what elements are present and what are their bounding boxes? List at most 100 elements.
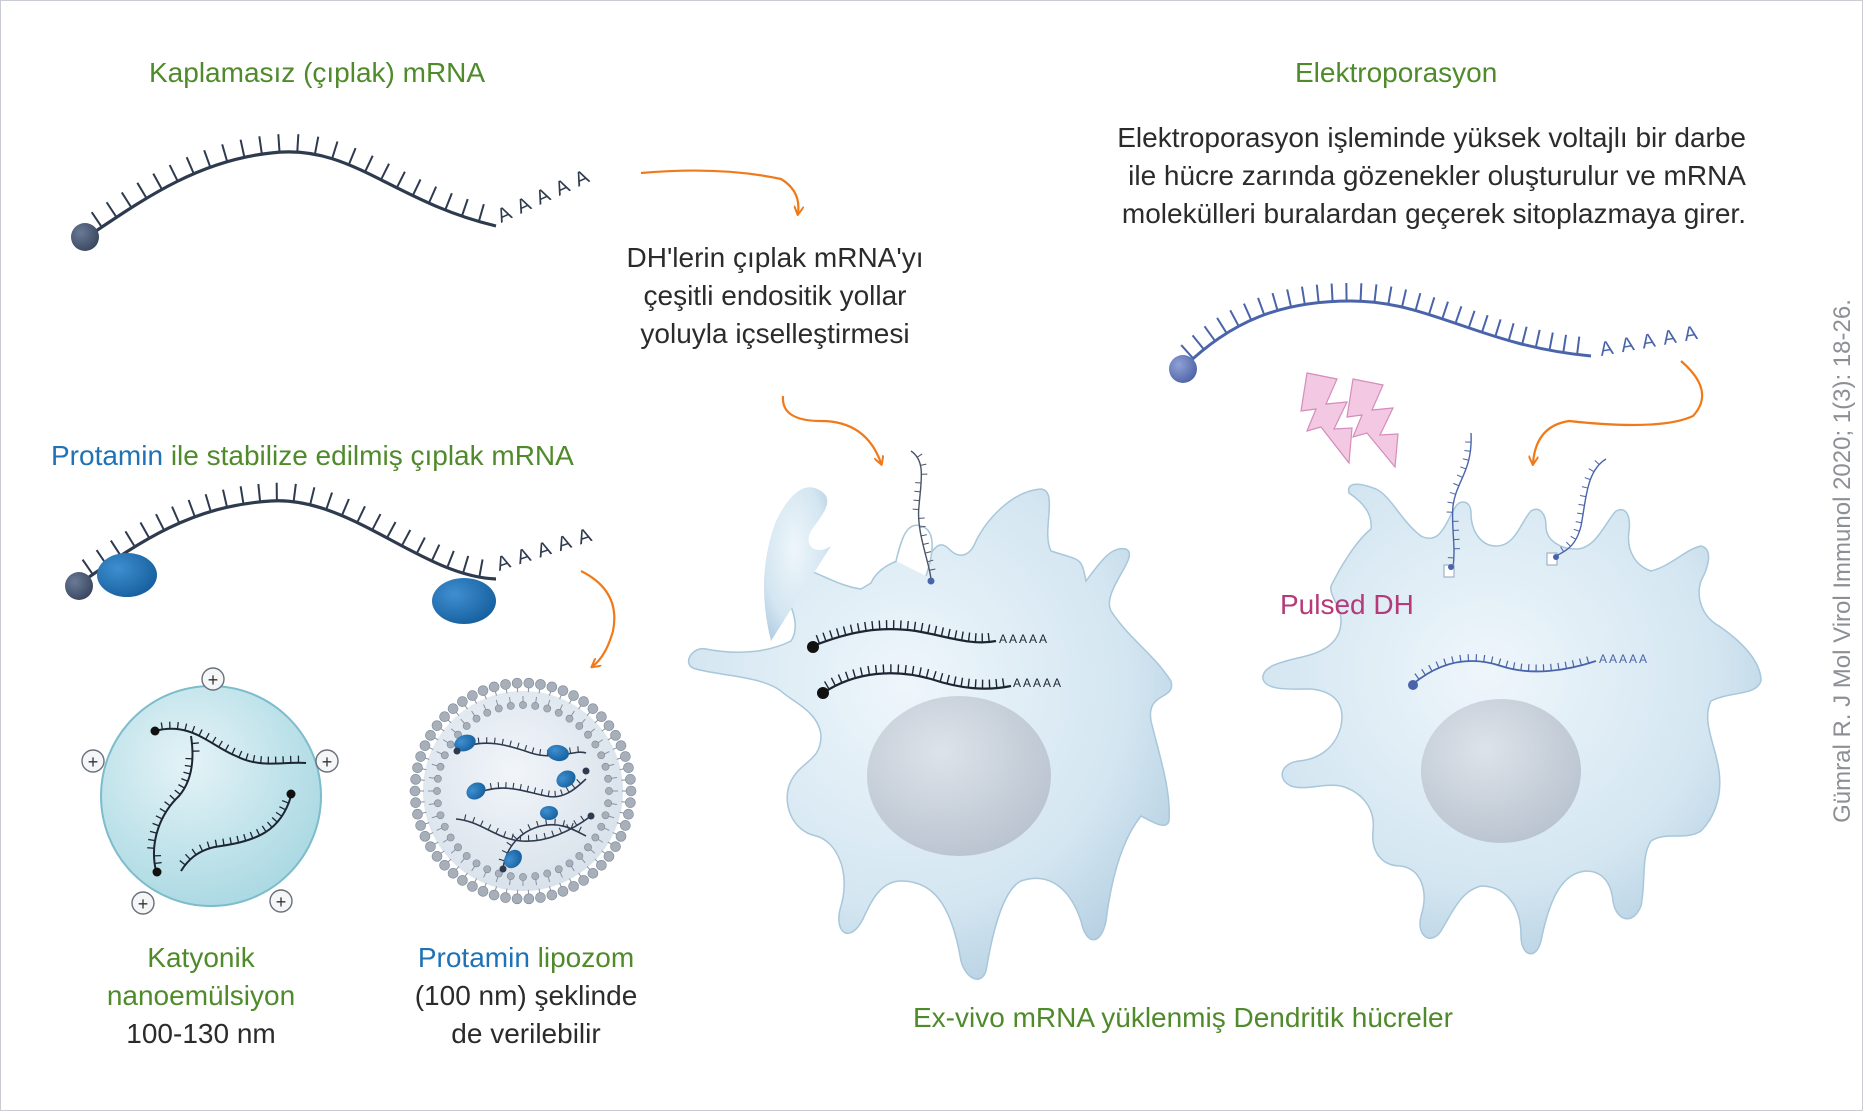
mrna-base-tick <box>183 771 191 775</box>
lipid-head <box>578 696 589 707</box>
lipid-head <box>578 875 589 886</box>
lipid-bilayer-outer <box>409 677 637 905</box>
protamine-poly-a: AAAAA <box>494 522 602 576</box>
lipozom-line2: (100 nm) şeklinde <box>414 980 638 1011</box>
mrna-base-tick <box>279 806 286 811</box>
mrna-base-tick <box>835 628 840 638</box>
mrna-base-tick <box>444 192 453 211</box>
mrna-base-tick <box>371 513 382 531</box>
mrna-cap <box>65 572 93 600</box>
mrna-base-tick <box>946 674 950 684</box>
mrna-base-tick <box>222 838 225 846</box>
mrna-base-tick <box>844 671 850 681</box>
mrna-base-tick <box>261 825 267 833</box>
mrna-base-tick <box>243 833 247 842</box>
mrna-base-tick <box>1330 283 1334 302</box>
naked-mrna-title: Kaplamasız (çıplak) mRNA <box>149 57 486 88</box>
arrow-protamine-to-lipozom <box>580 570 616 666</box>
mrna-base-tick <box>849 624 854 634</box>
mrna-base-tick <box>1586 656 1590 664</box>
lipid-head <box>615 740 627 751</box>
mrna-base-tick <box>171 506 181 524</box>
mrna-base-tick <box>535 834 538 841</box>
arrow-electroporation-to-dc <box>1533 360 1704 463</box>
lipid-head <box>488 889 500 901</box>
mrna-base-tick <box>920 622 924 633</box>
protamine-blob <box>432 578 496 624</box>
lipozom-protamin-word: Protamin <box>417 942 530 973</box>
mrna-base-tick <box>472 816 476 823</box>
electroporation-mrna-strand <box>1169 283 1592 383</box>
mrna-base-tick <box>573 820 578 826</box>
lipid-head <box>425 841 436 852</box>
lipid-head <box>557 886 569 897</box>
mrna-base-tick <box>539 749 542 756</box>
mrna-base-tick <box>1456 474 1463 478</box>
mrna-base-tick <box>1573 528 1580 532</box>
mrna-base-tick <box>489 783 492 790</box>
mrna-base-tick <box>487 824 492 831</box>
mrna-base-tick <box>974 679 977 689</box>
mrna-base-tick <box>830 677 837 687</box>
mrna-base-tick <box>920 463 927 466</box>
mrna-base-tick <box>1451 656 1454 664</box>
mrna-base-tick <box>864 621 867 632</box>
mrna-base-tick <box>527 824 532 830</box>
mrna-base-tick <box>1443 658 1447 666</box>
mrna-base-tick <box>184 723 188 731</box>
lipid-head <box>587 868 599 879</box>
mrna-base-tick <box>1286 289 1293 308</box>
mrna-base-tick <box>275 811 283 817</box>
mrna-base-tick <box>1449 491 1456 495</box>
mrna-base-tick <box>211 736 217 744</box>
lipid-head <box>447 868 459 879</box>
cationic-nanoemulsion: + + + + + <box>81 667 339 915</box>
protamine-mrna-strand <box>65 482 497 624</box>
mrna-base-tick <box>498 858 505 862</box>
mrna-base-tick <box>933 625 938 635</box>
mrna-base-tick <box>554 790 556 797</box>
mrna-base-tick <box>1460 466 1467 470</box>
mrna-base-tick <box>1584 477 1591 481</box>
mrna-base-tick <box>913 499 920 502</box>
mrna-base-tick <box>1507 322 1515 341</box>
mrna-base-tick <box>1243 303 1253 321</box>
lipid-head <box>472 859 481 868</box>
mrna-base-tick <box>174 789 181 795</box>
mrna-base-tick <box>1462 458 1469 461</box>
mrna-base-tick <box>479 820 484 827</box>
mrna-base-tick <box>925 668 930 678</box>
mrna-base-tick <box>1467 310 1476 329</box>
lipid-head <box>410 774 421 785</box>
lipid-head <box>415 820 426 831</box>
svg-text:+: + <box>276 892 287 912</box>
lipid-head <box>625 774 636 785</box>
positive-charge: + <box>269 889 293 913</box>
mrna-base-tick <box>136 182 148 199</box>
mrna-base-tick <box>168 164 179 182</box>
mrna-base-tick <box>218 740 223 748</box>
cationic-size: 100-130 nm <box>126 1018 276 1049</box>
mrna-base-tick <box>120 191 133 209</box>
mrna-base-tick <box>1315 284 1320 303</box>
lipid-head <box>433 787 441 795</box>
lipid-head <box>446 740 455 749</box>
lipozom-label: Protamin lipozom (100 nm) şeklinde de ve… <box>381 939 671 1053</box>
lipid-head <box>472 714 481 723</box>
lipid-head <box>565 714 574 723</box>
mrna-base-tick <box>922 542 929 546</box>
dendritic-cell-pulsed: AAAAA <box>1262 432 1762 955</box>
mrna-base-tick <box>380 163 390 181</box>
protamine-blob <box>97 553 157 597</box>
mrna-base-tick <box>939 672 944 683</box>
lipid-head <box>483 708 492 717</box>
mrna-base-tick <box>204 493 212 512</box>
mrna-base-tick <box>462 555 470 574</box>
mrna-base-tick <box>340 498 350 516</box>
mrna-base-tick <box>191 742 200 745</box>
mrna-base-tick <box>154 861 162 865</box>
mrna-base-tick <box>224 744 230 752</box>
mrna-base-tick <box>176 722 179 730</box>
mrna-base-tick <box>1575 521 1582 524</box>
mrna-base-tick <box>1401 289 1408 308</box>
